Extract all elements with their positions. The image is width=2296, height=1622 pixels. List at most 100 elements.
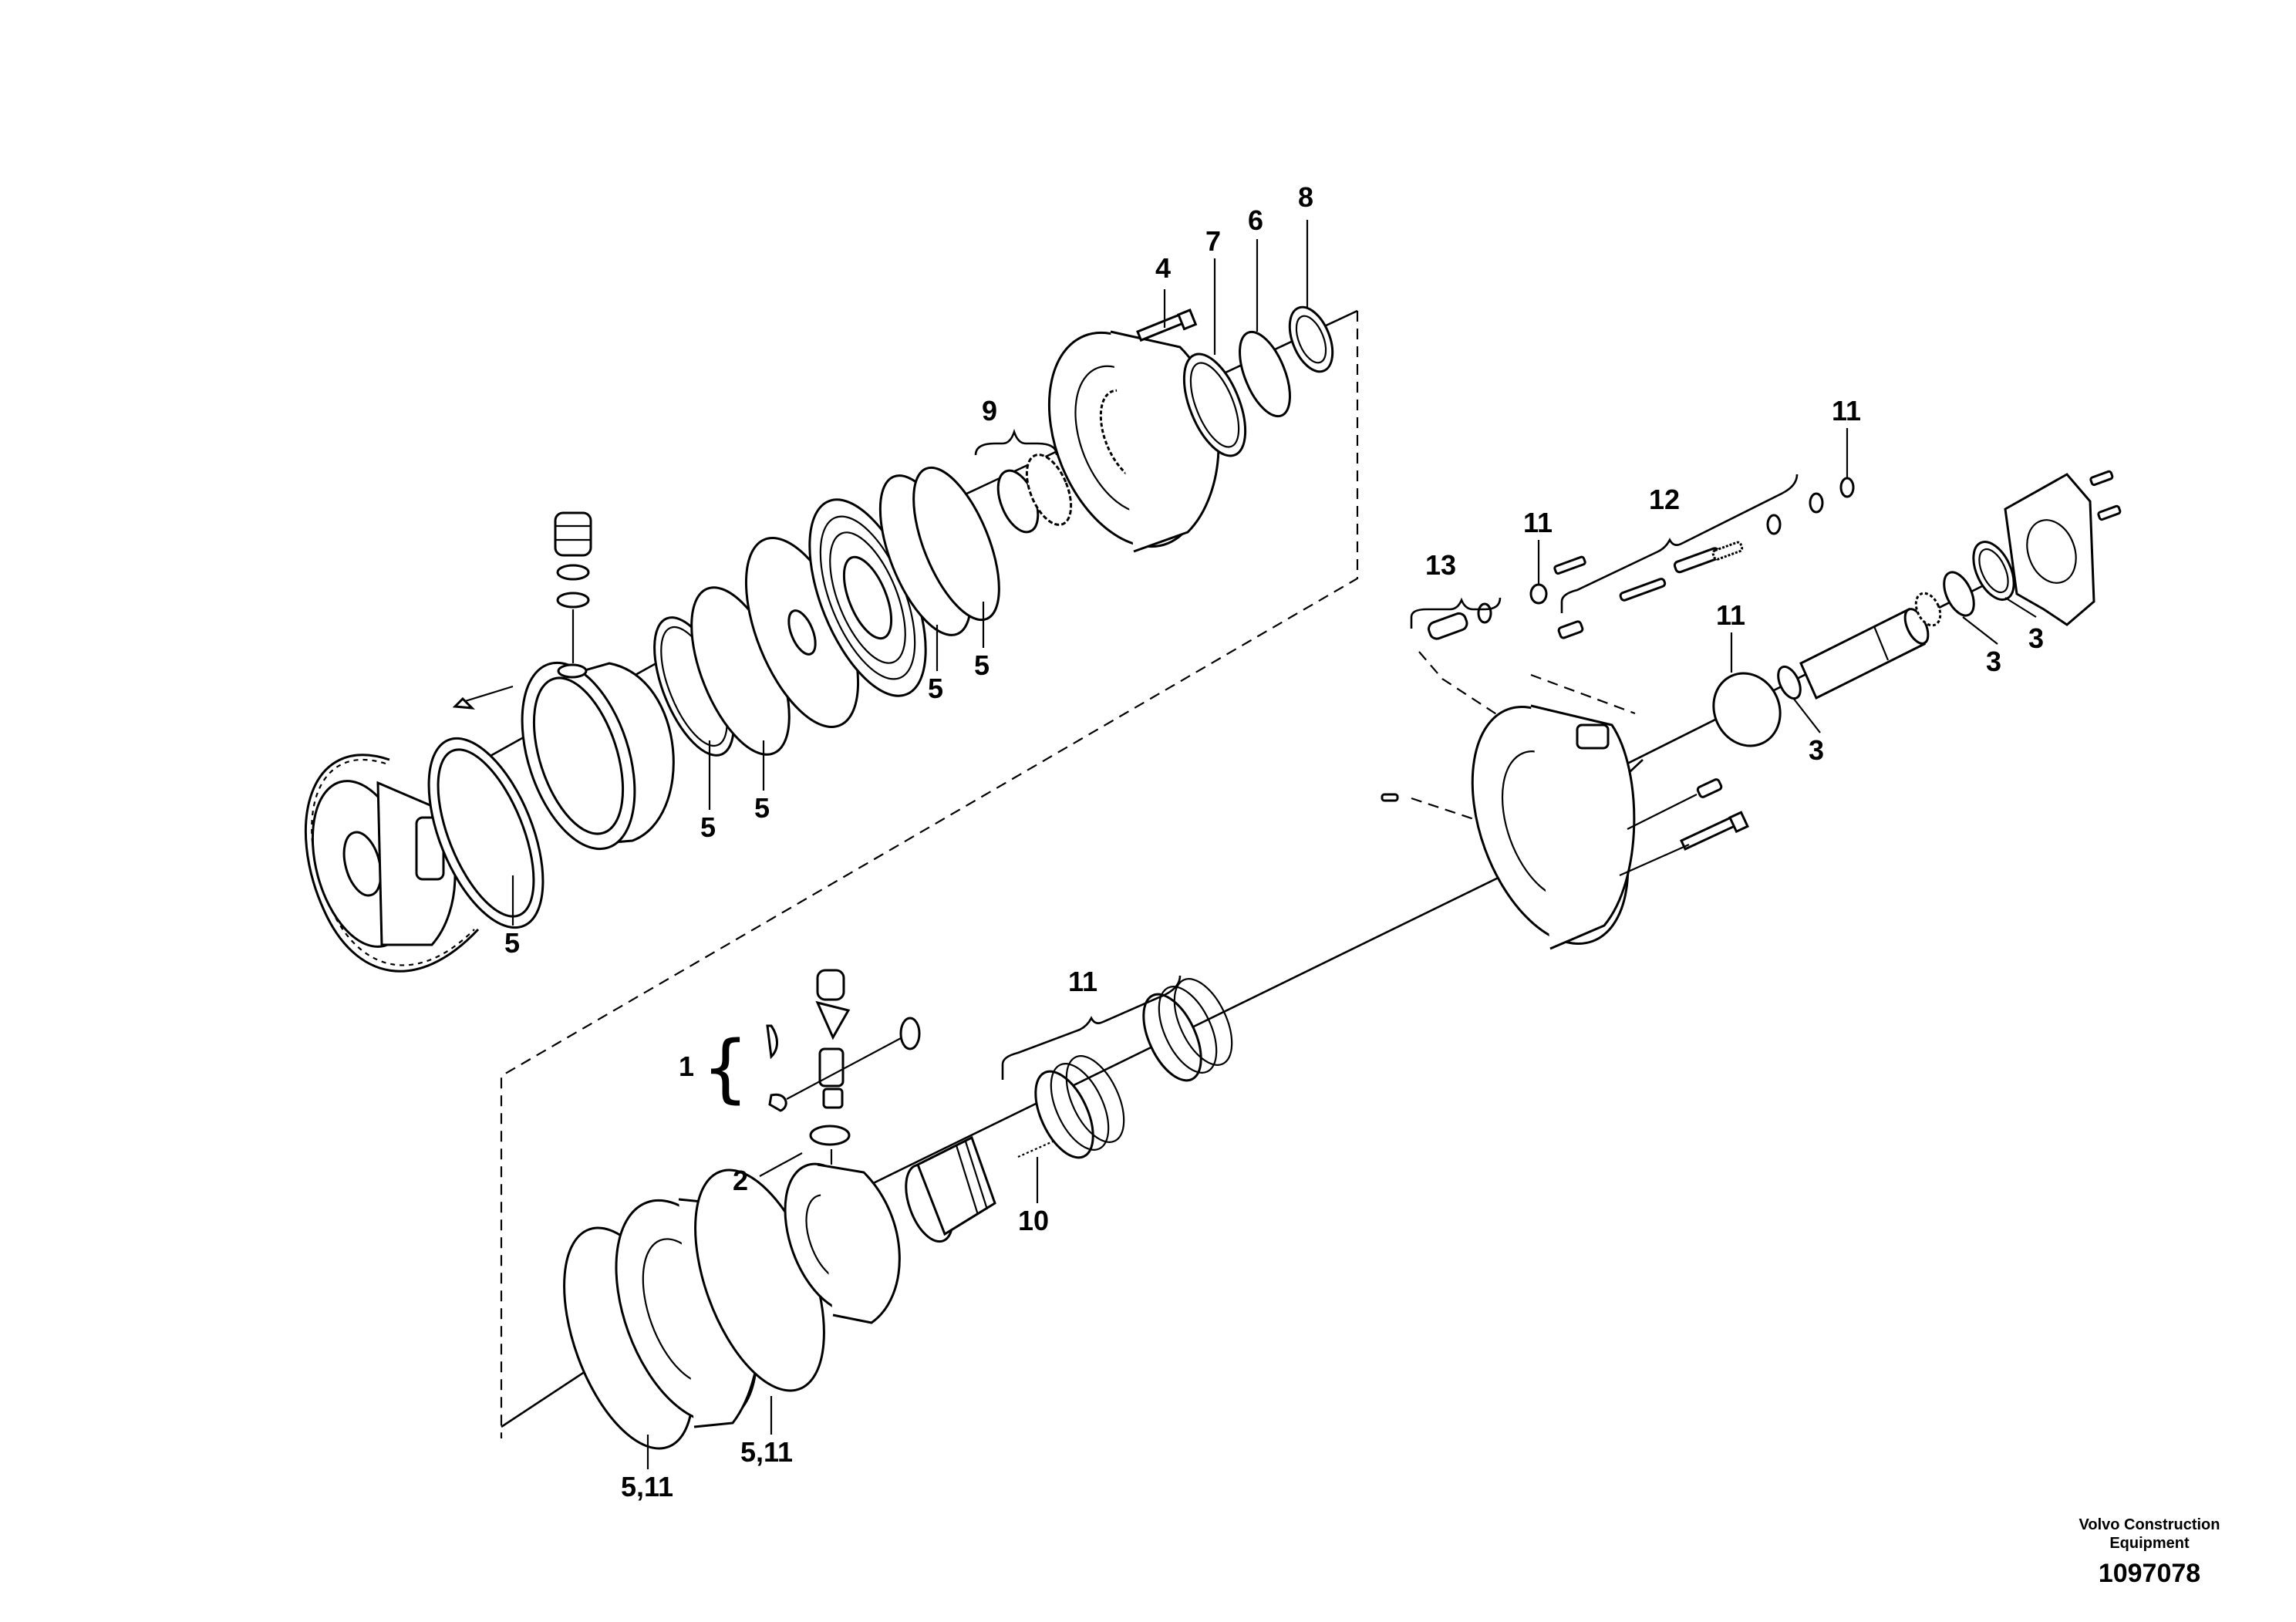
bolt-4-shank <box>1136 313 1185 342</box>
bearing-8-inner <box>1295 315 1327 364</box>
ring-3b <box>1943 571 1975 617</box>
callout-3-mid: 3 <box>1986 646 2001 677</box>
lower-assembly <box>563 969 1233 1450</box>
swash-shaft <box>905 1135 996 1243</box>
pin-arrow-line <box>462 685 514 703</box>
spring-11a-3 <box>1065 1055 1125 1143</box>
upper-assembly <box>304 305 1334 973</box>
oring-11-top <box>1839 477 1855 498</box>
cylinder-block-body <box>817 1163 901 1324</box>
oring-2 <box>809 1125 851 1146</box>
publisher-block: Volvo Construction Equipment 1097078 <box>2049 1516 2250 1589</box>
ring-6 <box>1239 330 1291 418</box>
plug-oring-1 <box>556 564 590 581</box>
plug-oring-2 <box>556 592 590 609</box>
leader-3b <box>1962 616 1998 645</box>
retainer-nut <box>822 1088 844 1109</box>
bolt-axis-2 <box>1619 843 1690 877</box>
brace-1: { <box>702 1025 749 1111</box>
plug-stack <box>554 511 592 663</box>
callout-11-right: 11 <box>1716 599 1745 631</box>
spring-11b-2 <box>1158 986 1218 1074</box>
retainer-clip-lower <box>768 1093 787 1112</box>
callout-5-11-left: 5,11 <box>621 1471 673 1502</box>
pin-arrow-head <box>452 696 475 710</box>
right-assembly <box>1381 470 2122 950</box>
bolt-long-shank <box>1680 816 1736 851</box>
bolt-short <box>1696 778 1723 798</box>
cylinder-housing <box>521 661 675 851</box>
retainer-clip-left <box>766 1024 778 1060</box>
comp-12-spring <box>1711 541 1744 561</box>
callout-5-11-right: 5,11 <box>740 1436 793 1468</box>
callout-11-top: 11 <box>1832 395 1861 427</box>
end-cover <box>1471 704 1636 950</box>
spring-11b-3 <box>1173 978 1233 1066</box>
retainer-1-assembly <box>766 969 921 1112</box>
ring-3a <box>1777 665 1802 700</box>
cylinder-bore <box>532 676 625 835</box>
sleeve-tube <box>1799 607 1930 700</box>
swash-grooves-2 <box>964 1141 989 1210</box>
locating-pin <box>1381 793 1399 802</box>
plug-body <box>554 511 592 557</box>
serrated-washer-9 <box>1025 454 1073 526</box>
leader-3a <box>1792 697 1821 733</box>
leader-3c <box>2004 597 2037 618</box>
cylinder-port <box>557 663 588 679</box>
spring-11a-1 <box>1034 1070 1094 1159</box>
callout-9: 9 <box>982 395 997 427</box>
sleeve-band <box>1873 626 1890 661</box>
callout-5-seal: 5 <box>700 811 716 843</box>
callout-11-mid: 11 <box>1523 507 1553 538</box>
retainer-stem <box>818 1047 845 1088</box>
brace-11-lower <box>1001 975 1182 1080</box>
bearing-8 <box>1288 305 1334 373</box>
brace-12 <box>1560 474 1799 613</box>
callout-3-right: 3 <box>2028 622 2044 654</box>
dashed-frame-main <box>500 311 1359 1438</box>
oring-11-large <box>1712 672 1782 747</box>
spring-11b-1 <box>1142 993 1202 1082</box>
bolt-4-head <box>1177 309 1198 331</box>
comp-11-oring-mid <box>1529 583 1548 605</box>
drawing-number: 1097078 <box>2098 1559 2201 1588</box>
retainer-bracket <box>815 1000 851 1040</box>
brace-13 <box>1410 597 1502 629</box>
retainer-cap <box>816 969 845 1001</box>
callout-5-ring: 5 <box>504 927 520 959</box>
callout-10: 10 <box>1018 1205 1049 1236</box>
friction-disc-bore <box>787 609 817 656</box>
piston-ring-2 <box>829 531 906 664</box>
callout-labels: 1 { 2 3 3 3 4 5 5 5 5 5 5 5,11 5,11 6 7 … <box>504 181 2044 1502</box>
cover-plate-bore <box>2026 519 2077 584</box>
spring-10 <box>1017 1140 1054 1158</box>
swash-grooves-1 <box>955 1145 979 1216</box>
callout-1: 1 <box>679 1050 694 1082</box>
callout-5-disc: 5 <box>754 792 770 824</box>
dashed-guide-12 <box>1530 673 1636 715</box>
comp-12-rod <box>1619 578 1667 602</box>
seal-ring-inner <box>437 748 535 918</box>
callout-8: 8 <box>1298 181 1313 213</box>
cover-plate-bolt-1 <box>2089 470 2114 487</box>
seal-ring-5a <box>427 737 544 929</box>
mounting-flange <box>1047 330 1220 553</box>
spring-11a-2 <box>1050 1063 1110 1151</box>
comp-12-plug <box>1557 620 1584 639</box>
lower-axis-line <box>863 855 1543 1189</box>
callout-4: 4 <box>1155 252 1171 284</box>
brace-9 <box>974 428 1058 456</box>
callout-5-oring: 5 <box>974 649 990 681</box>
ring-3c-inner <box>1978 548 2009 594</box>
small-gear <box>1914 592 1942 627</box>
bolt-axis-1 <box>1627 794 1698 830</box>
publisher-name: Volvo Construction Equipment <box>2079 1516 2220 1552</box>
callout-13: 13 <box>1425 549 1456 581</box>
piston-bore <box>842 555 893 640</box>
oring-5e <box>912 466 1000 622</box>
bolt-long-head <box>1728 811 1749 834</box>
retainer-pin-line <box>786 1037 903 1100</box>
pin-arrow <box>452 685 514 710</box>
